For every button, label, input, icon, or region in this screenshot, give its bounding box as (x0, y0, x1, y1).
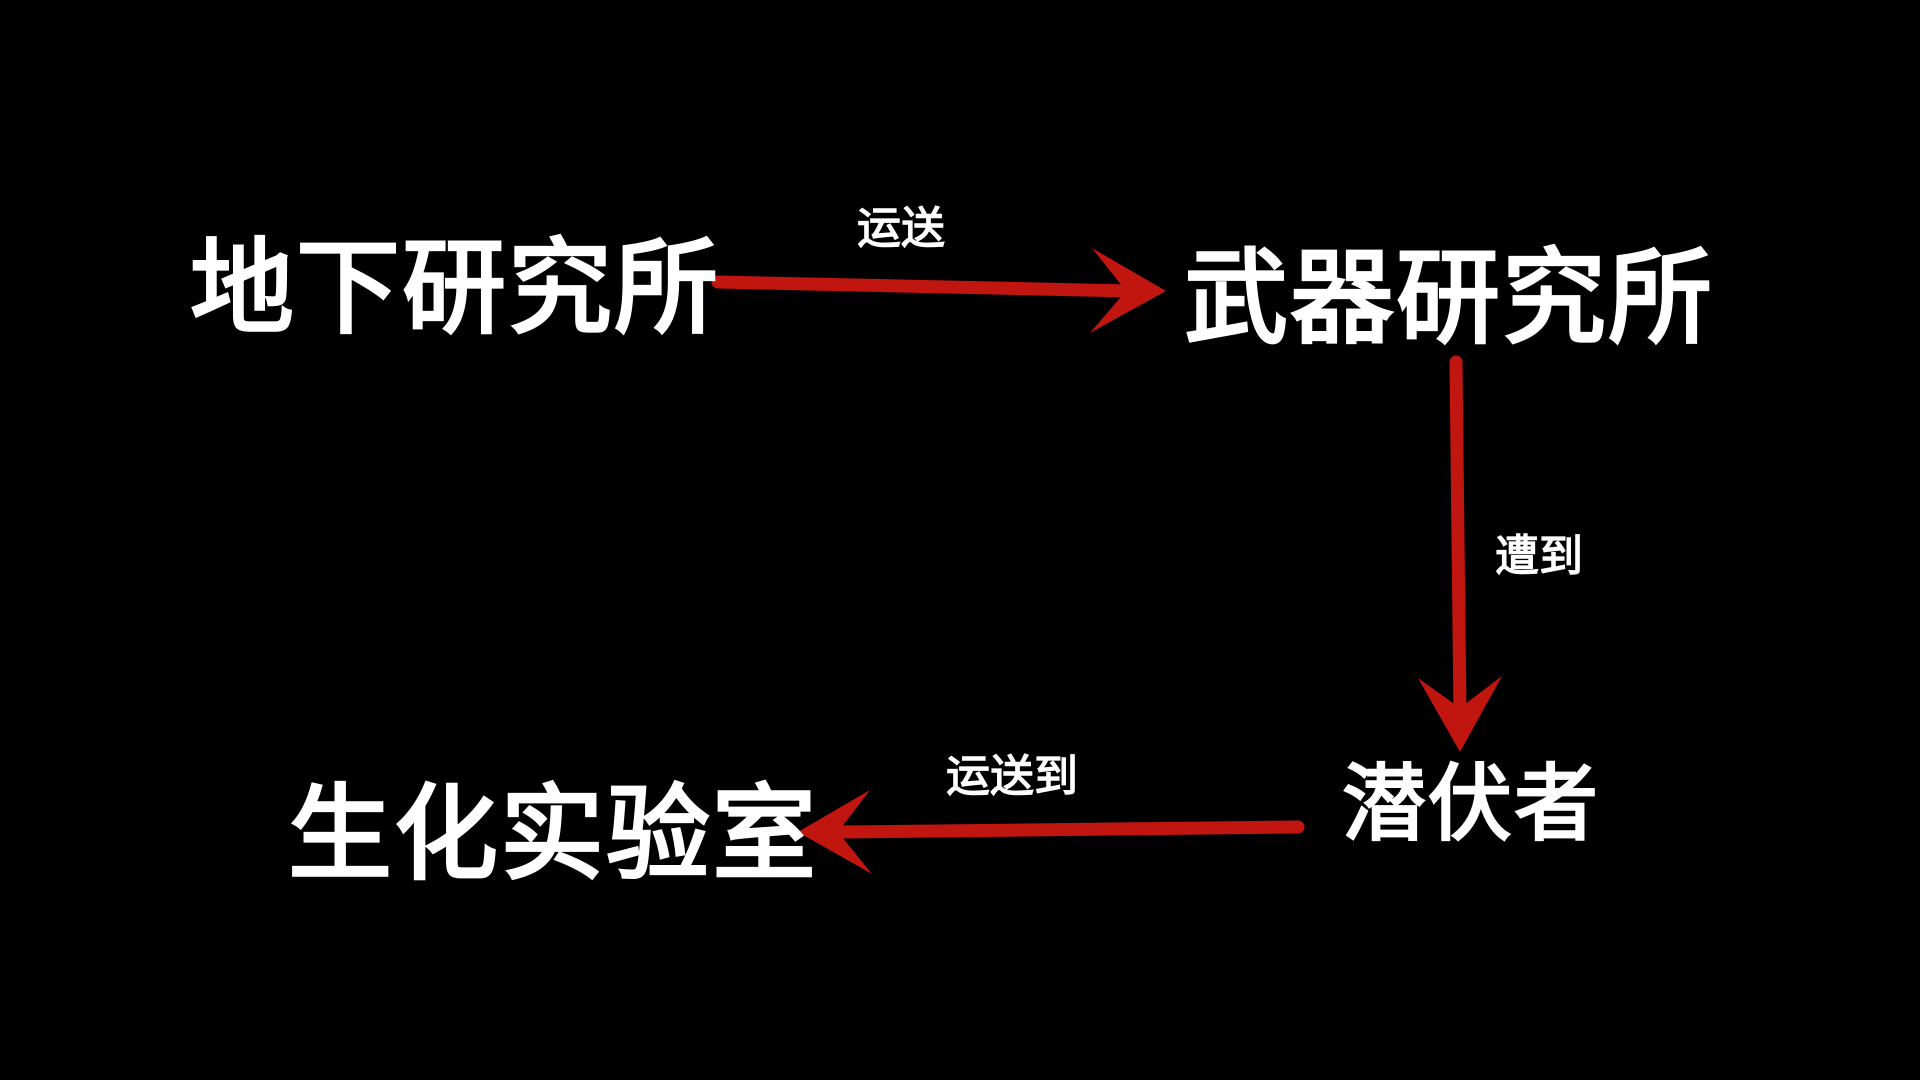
edge-label-encounter: 遭到 (1495, 531, 1583, 582)
edge-label-transport-to: 运送到 (946, 751, 1078, 802)
arrow-lurker-to-biochem-shaft (833, 820, 1305, 839)
node-biochem-lab: 生化实验室 (288, 773, 819, 895)
arrow-underground-to-weapons-shaft (711, 275, 1137, 298)
node-underground-lab: 地下研究所 (190, 227, 721, 349)
edge-label-transport: 运送 (857, 203, 945, 254)
node-lurker: 潜伏者 (1342, 755, 1601, 853)
arrow-lurker-to-biochem-head (798, 790, 872, 874)
arrow-weapons-to-lurker (1418, 355, 1502, 752)
node-weapons-lab: 武器研究所 (1184, 237, 1715, 359)
arrow-underground-to-weapons-head (1090, 248, 1166, 333)
arrow-lurker-to-biochem (798, 790, 1305, 874)
arrow-weapons-to-lurker-head (1418, 676, 1502, 752)
arrow-underground-to-weapons (711, 248, 1166, 333)
arrow-weapons-to-lurker-shaft (1449, 355, 1467, 722)
